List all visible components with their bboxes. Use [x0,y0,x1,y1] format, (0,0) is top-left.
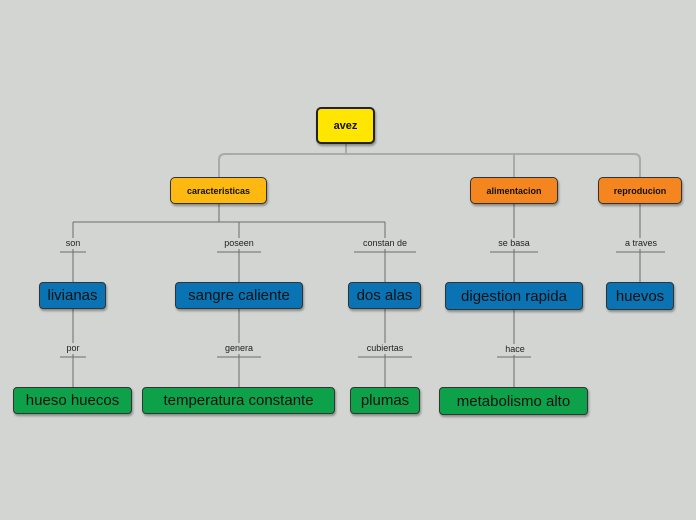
node-digestion-rapida[interactable]: digestion rapida [445,282,583,310]
node-huevos[interactable]: huevos [606,282,674,310]
node-sangre-caliente[interactable]: sangre caliente [175,282,303,309]
node-temperatura-constante[interactable]: temperatura constante [142,387,335,414]
node-hueso-huecos[interactable]: hueso huecos [13,387,132,414]
root-label: avez [333,119,358,132]
node-livianas[interactable]: livianas [39,282,106,309]
category-alimentacion[interactable]: alimentacion [470,177,558,204]
link-label-cubiertas: cubiertas [358,343,412,354]
category-reproducion[interactable]: reproducion [598,177,682,204]
root-node[interactable]: avez [316,107,375,144]
node-label: dos alas [356,287,413,304]
node-label: sangre caliente [188,287,290,304]
node-metabolismo-alto[interactable]: metabolismo alto [439,387,588,415]
node-label: hueso huecos [25,392,120,409]
node-dos-alas[interactable]: dos alas [348,282,421,309]
link-label-poseen: poseen [217,238,261,249]
category-caracteristicas[interactable]: caracteristicas [170,177,267,204]
node-label: temperatura constante [163,392,314,409]
link-label-genera: genera [218,343,260,354]
category-label: caracteristicas [186,185,251,196]
link-label-son: son [60,238,86,249]
category-label: reproducion [613,185,667,196]
node-label: digestion rapida [461,287,567,305]
category-label: alimentacion [486,185,542,196]
link-label-constan-de: constan de [354,238,416,249]
node-label: metabolismo alto [456,392,571,410]
link-label-hace: hace [499,344,531,355]
node-plumas[interactable]: plumas [350,387,420,414]
node-label: livianas [47,287,98,304]
node-label: huevos [615,287,665,305]
link-label-por: por [61,343,85,354]
link-label-se-basa: se basa [490,238,538,249]
node-label: plumas [360,392,410,409]
link-label-a-traves: a traves [616,238,666,249]
